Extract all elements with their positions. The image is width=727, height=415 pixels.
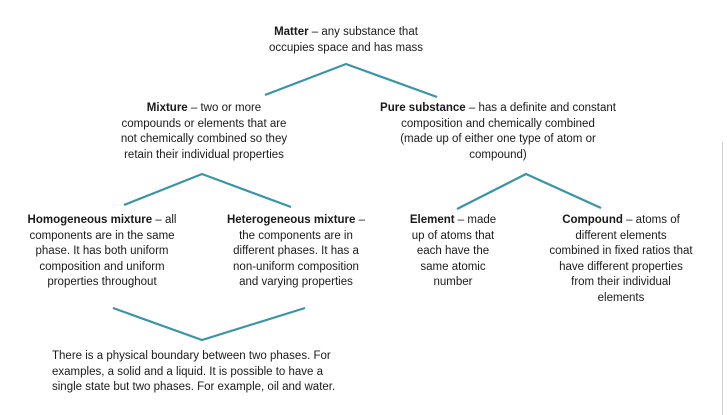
element-node: Element – made up of atoms that each hav…: [398, 213, 508, 291]
heterogeneous-mixture-node: Heterogeneous mixture – the components a…: [208, 213, 384, 291]
element-desc-line: number: [433, 276, 473, 288]
homogeneous-mixture-node: Homogeneous mixture – all components are…: [12, 213, 192, 291]
homogeneous-mixture-term: Homogeneous mixture: [27, 214, 153, 226]
homogeneous-desc-line: phase. It has both uniform: [35, 245, 169, 257]
element-desc-line: same atomic: [420, 260, 486, 273]
mixture-node: Mixture – two or more compounds or eleme…: [104, 101, 304, 163]
element-desc-line: each have the: [416, 245, 490, 257]
pure-substance-branch-connector: [456, 172, 602, 210]
homogeneous-desc-line: – all: [152, 214, 177, 226]
compound-desc-line: from their individual: [571, 276, 671, 288]
compound-desc-line: have different properties: [559, 260, 683, 273]
compound-node: Compound – atoms of different elements c…: [528, 213, 714, 306]
note-line: examples, a solid and a liquid. It is po…: [52, 365, 324, 378]
homogeneous-desc-line: components are in the same: [29, 229, 175, 242]
compound-desc-line: different elements: [575, 229, 667, 242]
mixture-desc-line: compounds or elements that are: [121, 117, 287, 130]
divider-line: [722, 142, 723, 415]
heterogeneous-desc-line: the components are in: [239, 229, 353, 242]
heterogeneous-desc-line: non-uniform composition: [233, 260, 359, 273]
mixture-term: Mixture: [146, 102, 188, 114]
note-line: single state but two phases. For example…: [52, 381, 336, 393]
pure-substance-desc-line: compound): [469, 148, 527, 161]
pure-substance-term: Pure substance: [380, 102, 466, 114]
mixture-branch-connector: [123, 172, 292, 209]
compound-desc-line: combined in fixed ratios that: [549, 245, 693, 257]
matter-node: Matter – any substance that occupies spa…: [246, 25, 446, 56]
note-line: There is a physical boundary between two…: [52, 350, 331, 362]
homogeneous-desc-line: composition and uniform: [39, 260, 165, 273]
mixture-desc-line: retain their individual properties: [124, 148, 284, 161]
element-term: Element: [409, 214, 455, 226]
element-desc-line: up of atoms that: [411, 229, 495, 242]
pure-substance-node: Pure substance – has a definite and cons…: [380, 101, 616, 163]
pure-substance-desc-line: (made up of either one type of atom or: [400, 133, 596, 145]
element-desc-line: – made: [454, 214, 497, 226]
compound-term: Compound: [562, 214, 623, 226]
homogeneous-desc-line: properties throughout: [47, 276, 157, 288]
matter-desc-line: occupies space and has mass: [268, 41, 424, 54]
matter-term: Matter: [274, 26, 309, 38]
phase-boundary-note: There is a physical boundary between two…: [52, 349, 382, 396]
mixture-desc-line: – two or more: [187, 102, 262, 114]
matter-branch-connector: [264, 62, 438, 99]
heterogeneous-mixture-term: Heterogeneous mixture: [226, 214, 356, 226]
pure-substance-desc-line: composition and chemically combined: [401, 117, 595, 130]
mixture-desc-line: not chemically combined so they: [120, 133, 288, 145]
heterogeneous-desc-line: –: [355, 214, 366, 226]
pure-substance-desc-line: – has a definite and constant: [465, 102, 616, 114]
heterogeneous-desc-line: different phases. It has a: [233, 245, 359, 257]
matter-desc-line: – any substance that: [308, 26, 418, 38]
compound-desc-line: elements: [597, 291, 645, 304]
compound-desc-line: – atoms of: [622, 214, 680, 226]
phase-boundary-connector: [112, 306, 306, 342]
heterogeneous-desc-line: and varying properties: [239, 276, 353, 288]
